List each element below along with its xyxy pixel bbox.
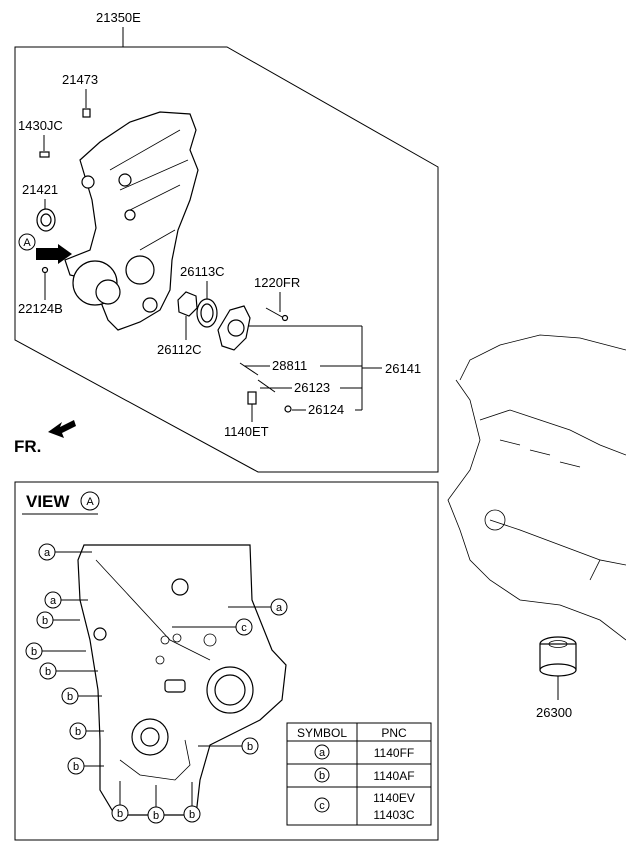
callout-b-8: b [111, 781, 129, 822]
label-1430jc[interactable]: 1430JC [18, 118, 63, 133]
o-ring-26113c [196, 298, 218, 328]
svg-text:b: b [31, 646, 37, 658]
oil-seal-21421 [36, 208, 56, 232]
exploded-view-frame [14, 46, 439, 473]
timing-chain-cover [64, 111, 199, 331]
callout-b-5: b [69, 722, 104, 740]
callout-b-9: b [147, 785, 165, 824]
view-marker-letter: A [23, 237, 31, 249]
callout-b-3: b [39, 662, 98, 680]
callout-b-10: b [183, 782, 201, 823]
view-title-marker: A [86, 496, 94, 508]
view-direction-arrow [36, 244, 72, 264]
dowel-1430jc [39, 151, 50, 158]
legend-symbol-circle-c [314, 797, 330, 813]
legend-pnc-b[interactable]: 1140AF [373, 769, 414, 783]
callout-b-1: b [36, 611, 80, 629]
legend-symbol-a: a [319, 747, 326, 759]
callout-b-7: b [198, 737, 259, 755]
label-21473[interactable]: 21473 [62, 72, 98, 87]
label-1140et[interactable]: 1140ET [224, 424, 269, 439]
svg-text:a: a [50, 595, 57, 607]
svg-text:b: b [75, 726, 81, 738]
assembly-part-number[interactable]: 21350E [96, 10, 141, 25]
engine-block [447, 334, 626, 641]
svg-text:b: b [42, 615, 48, 627]
gear-26112c [177, 291, 198, 317]
svg-text:a: a [276, 602, 283, 614]
legend-header-pnc: PNC [381, 726, 407, 740]
svg-text:b: b [45, 666, 51, 678]
oil-filter-26300 [539, 636, 577, 677]
legend-symbol-circle-a [314, 744, 330, 760]
view-marker-circle [18, 233, 36, 251]
label-28811[interactable]: 28811 [272, 358, 307, 373]
svg-text:b: b [189, 809, 195, 821]
relief-valve-parts [239, 362, 292, 413]
cover-rear-view [77, 544, 287, 816]
label-26123[interactable]: 26123 [294, 380, 330, 395]
bolt-1220fr [265, 307, 289, 322]
svg-text:b: b [153, 810, 159, 822]
svg-text:b: b [67, 691, 73, 703]
svg-text:b: b [73, 761, 79, 773]
legend-symbol-c: c [319, 800, 325, 812]
label-26124[interactable]: 26124 [308, 402, 344, 417]
view-title-marker-circle [80, 491, 100, 511]
bolt-21473 [82, 108, 91, 118]
label-1220fr[interactable]: 1220FR [254, 275, 300, 290]
legend-pnc-a[interactable]: 1140FF [374, 746, 414, 760]
callout-a-3: a [228, 598, 288, 616]
callout-a-2: a [44, 591, 88, 609]
callout-b-4: b [61, 687, 102, 705]
front-arrow [48, 420, 76, 438]
label-21421[interactable]: 21421 [22, 182, 58, 197]
svg-text:c: c [241, 622, 247, 634]
view-title: VIEW [26, 492, 70, 511]
dowel-22124b [41, 266, 49, 274]
callout-b-6: b [67, 757, 104, 775]
callout-a-1: a [38, 543, 92, 561]
legend-pnc-c-2[interactable]: 11403C [373, 808, 414, 822]
svg-text:b: b [247, 741, 253, 753]
svg-text:a: a [44, 547, 51, 559]
legend-symbol-circle-b [314, 767, 330, 783]
label-26112c[interactable]: 26112C [157, 342, 202, 357]
bolt-1140et [247, 391, 257, 405]
legend-pnc-c-1[interactable]: 1140EV [373, 791, 415, 805]
label-26300[interactable]: 26300 [536, 705, 572, 720]
callout-c-1: c [172, 618, 253, 636]
oil-pump-cover-26141 [217, 305, 251, 351]
label-22124b[interactable]: 22124B [18, 301, 63, 316]
symbol-legend-table: SYMBOL PNC a 1140FF b 1140AF c 1140EV 11… [286, 722, 432, 826]
front-label: FR. [14, 437, 41, 456]
legend-header-symbol: SYMBOL [297, 726, 347, 740]
label-26113c[interactable]: 26113C [180, 264, 225, 279]
label-26141[interactable]: 26141 [385, 361, 421, 376]
callout-b-2: b [25, 642, 86, 660]
svg-text:b: b [117, 808, 123, 820]
legend-symbol-b: b [319, 770, 325, 782]
view-a-frame [14, 481, 439, 841]
